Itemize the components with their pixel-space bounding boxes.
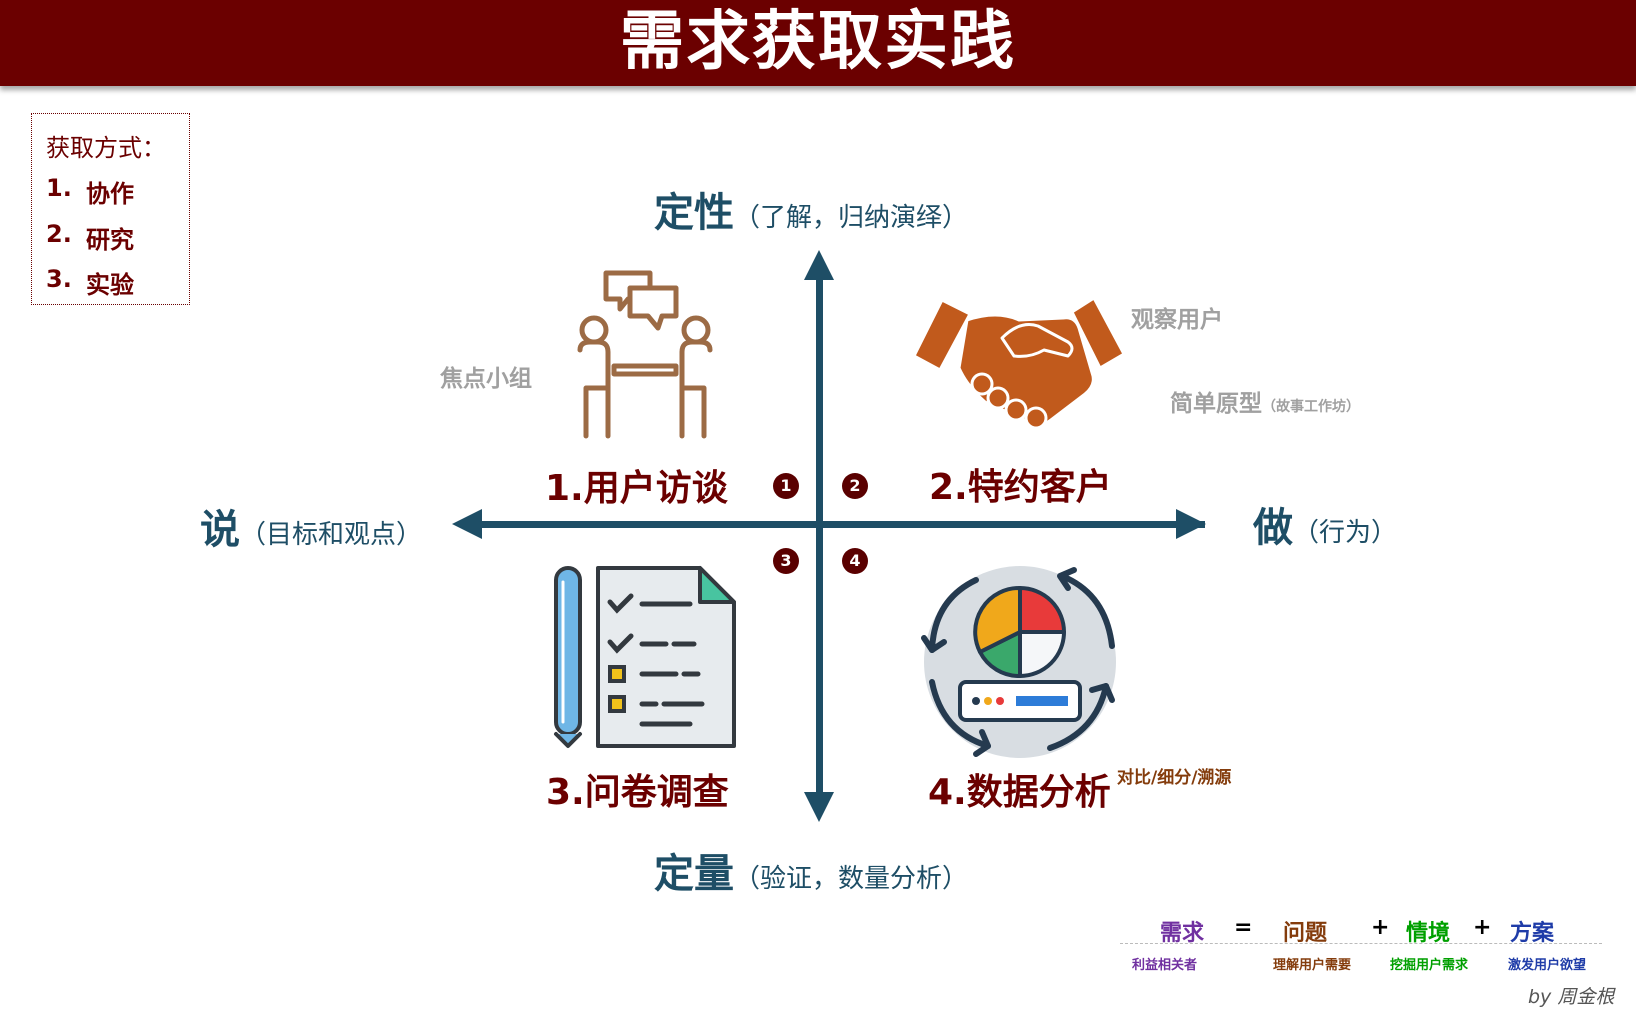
formula-op-plus-2: + [1473,915,1492,940]
formula-term-problem: 问题 [1283,921,1328,946]
formula-sub-demand: 利益相关者 [1132,958,1198,973]
axis-arrow-down [804,792,834,822]
horizontal-axis-line [475,521,1205,528]
method-number-1: 1. [46,174,72,202]
title-bar [0,0,1636,86]
methods-heading: 获取方式： [46,134,166,162]
axis-top-sub: （了解，归纳演绎） [734,203,969,233]
formula-sub-solution: 激发用户欲望 [1508,958,1587,973]
axis-arrow-right [1176,509,1206,539]
page-title: 需求获取实践 [620,5,1016,79]
quadrant-label-3: 3.问卷调查 [546,772,729,813]
author-credit: by 周金根 [1528,986,1615,1008]
axis-bottom-label: 定量（验证，数量分析） [654,841,968,899]
quadrant-badge-3: 3 [773,548,799,574]
formula-divider [1120,943,1602,944]
data-analysis-icon [921,566,1116,758]
questionnaire-icon [554,566,736,748]
quadrant-label-4: 4.数据分析 [928,772,1111,813]
interview-icon [577,270,713,439]
axis-arrow-up [804,250,834,280]
handshake-icon [912,298,1126,430]
axis-right-sub: （行为） [1293,518,1398,548]
formula-op-equals: = [1234,915,1253,940]
method-number-2: 2. [46,220,72,248]
note-observe-users: 观察用户 [1131,307,1223,333]
formula-term-demand: 需求 [1160,921,1205,946]
method-research: 研究 [86,226,134,254]
method-experiment: 实验 [86,271,134,299]
axis-left-label: 说（目标和观点） [200,497,422,555]
axis-top-label: 定性（了解，归纳演绎） [654,180,968,238]
quadrant-label-1: 1.用户访谈 [545,468,728,509]
note-compare-segment-trace: 对比/细分/溯源 [1117,768,1232,788]
quadrant-badge-1: 1 [773,473,799,499]
axis-right-label: 做（行为） [1253,495,1397,553]
note-prototype-sub: （故事工作坊） [1262,399,1360,415]
method-collaboration: 协作 [86,180,134,208]
method-number-3: 3. [46,265,72,293]
formula-term-context: 情境 [1406,921,1451,946]
axis-arrow-left [452,509,482,539]
quadrant-badge-4: 4 [842,548,868,574]
axis-bottom-main: 定量 [654,851,734,897]
formula-sub-problem: 理解用户需要 [1273,958,1352,973]
quadrant-badge-2: 2 [842,473,868,499]
formula-term-solution: 方案 [1510,921,1555,946]
note-simple-prototype: 简单原型（故事工作坊） [1170,384,1360,418]
note-prototype-main: 简单原型 [1170,391,1262,417]
axis-left-main: 说 [200,507,240,553]
axis-top-main: 定性 [654,190,734,236]
vertical-axis-line [816,275,823,795]
axis-bottom-sub: （验证，数量分析） [734,864,969,894]
methods-box [31,113,190,305]
formula-op-plus-1: + [1371,915,1390,940]
axis-left-sub: （目标和观点） [240,520,423,550]
formula-sub-context: 挖掘用户需求 [1390,958,1469,973]
quadrant-label-2: 2.特约客户 [929,467,1112,508]
note-focus-group: 焦点小组 [440,366,532,392]
axis-right-main: 做 [1253,505,1293,551]
